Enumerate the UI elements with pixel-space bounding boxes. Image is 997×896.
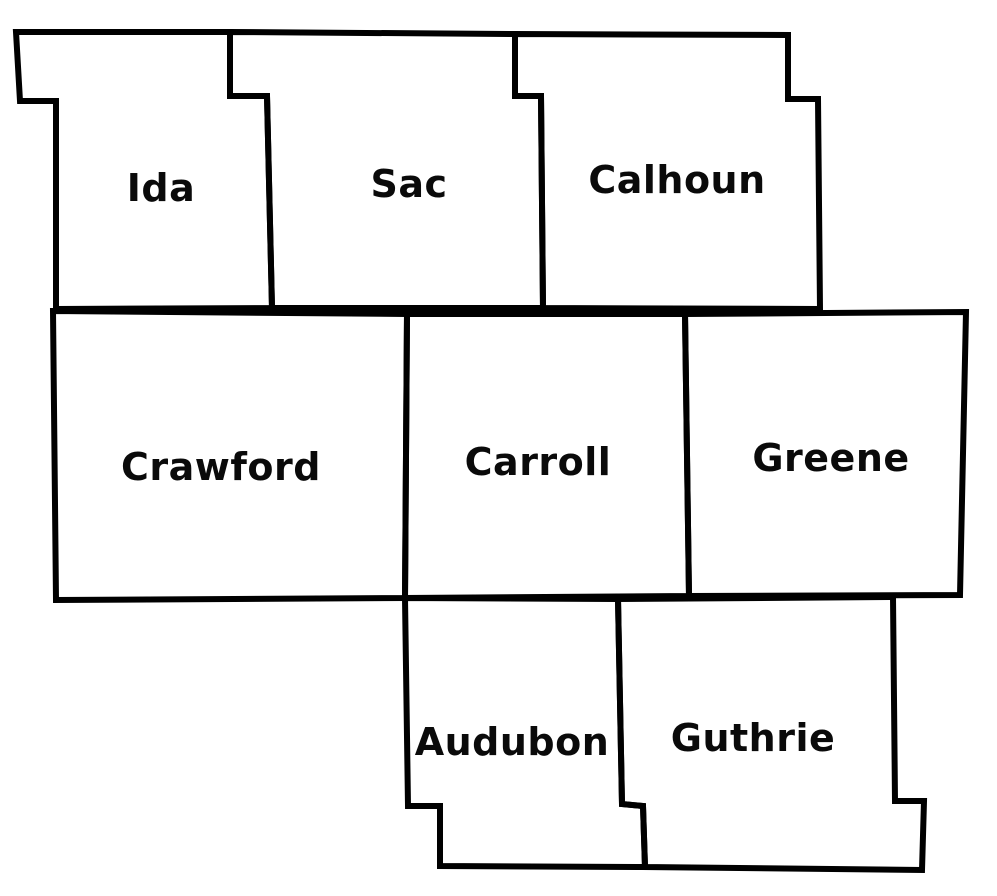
county-guthrie-boundary[interactable]: [614, 593, 928, 874]
county-label-calhoun: Calhoun: [588, 158, 766, 202]
county-label-audubon: Audubon: [414, 720, 610, 764]
county-label-greene: Greene: [752, 436, 910, 480]
county-calhoun-boundary[interactable]: [512, 30, 824, 313]
county-label-crawford: Crawford: [121, 445, 321, 489]
county-label-ida: Ida: [126, 166, 196, 210]
county-label-sac: Sac: [370, 162, 448, 206]
county-label-carroll: Carroll: [464, 440, 612, 484]
county-greene-boundary[interactable]: [681, 308, 970, 600]
county-label-guthrie: Guthrie: [670, 716, 836, 760]
